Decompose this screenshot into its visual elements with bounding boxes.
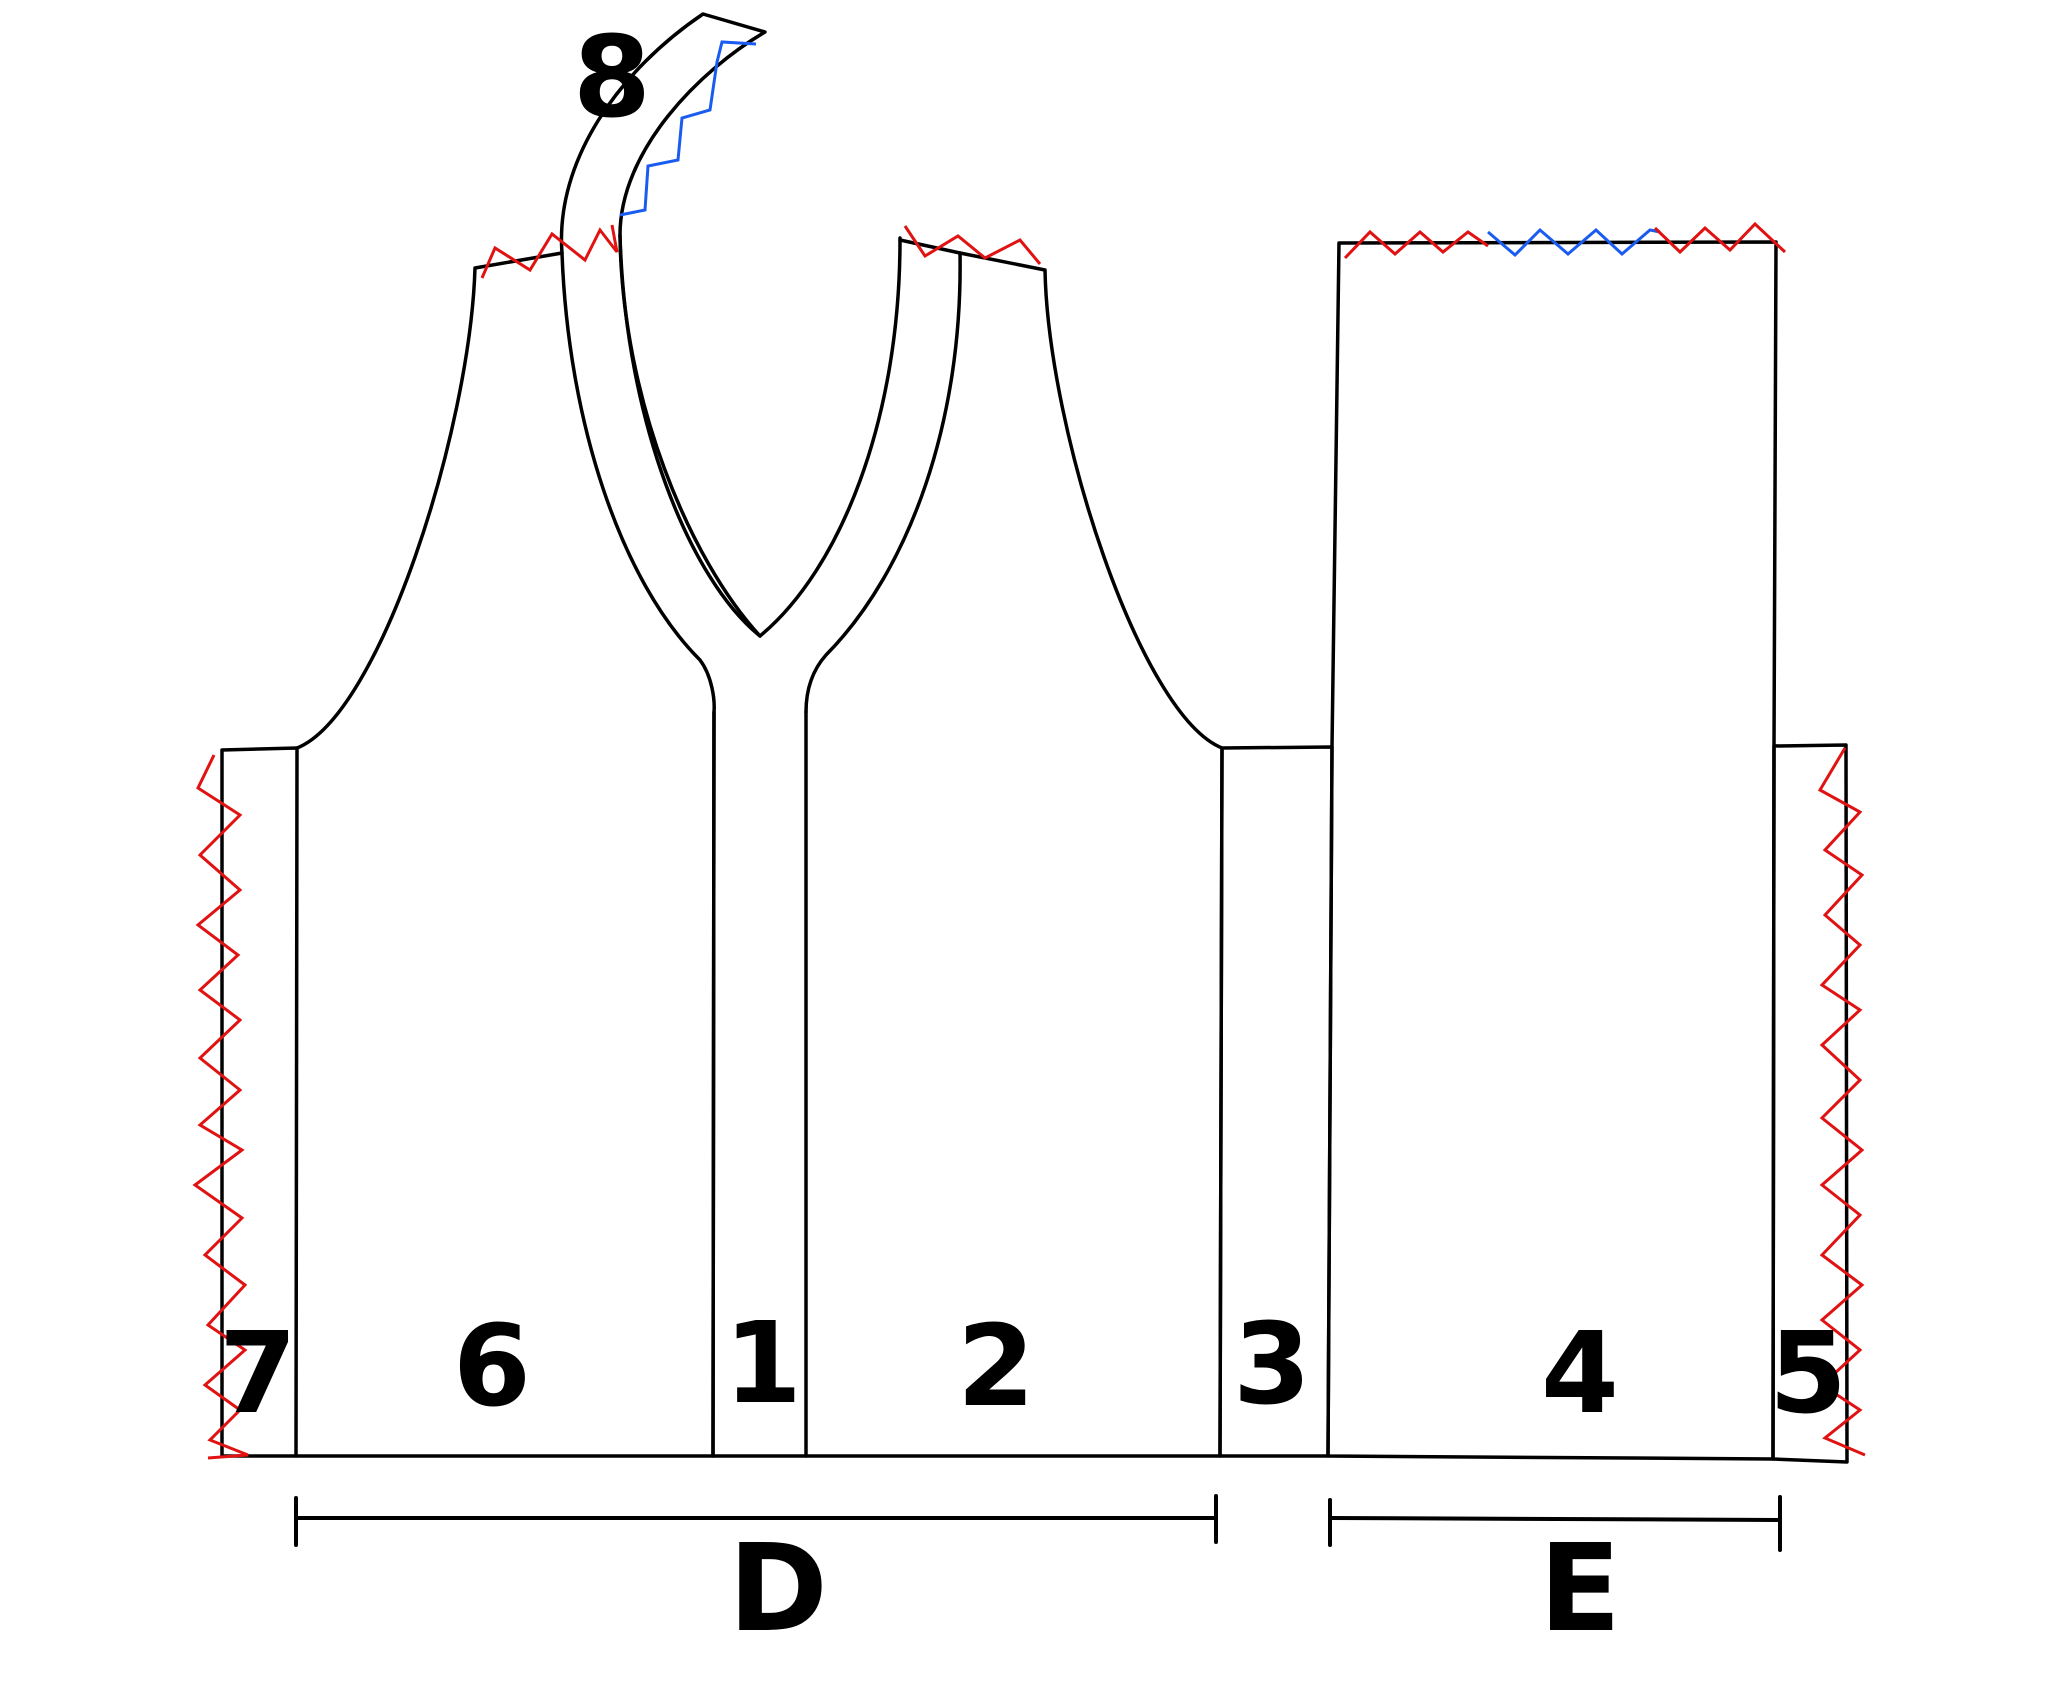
label-piece-6: 6	[453, 1302, 531, 1432]
dimension-e-line	[1328, 1516, 1782, 1522]
label-piece-4: 4	[1541, 1309, 1619, 1439]
piece-2-outline	[804, 251, 1224, 1458]
label-piece-1: 1	[724, 1299, 802, 1429]
piece-5-outline	[1771, 743, 1849, 1464]
seam-neckband-strap	[619, 40, 757, 217]
label-piece-7: 7	[219, 1309, 297, 1439]
seam-markings	[192, 40, 1866, 1460]
seam-right-shoulder	[903, 225, 1042, 265]
seam-right-side	[1817, 747, 1866, 1457]
seam-left-shoulder	[480, 224, 619, 279]
piece-1-outline	[711, 710, 808, 1458]
seam-back-top-blue	[1487, 227, 1661, 258]
piece-8-neckband-inner-left	[618, 233, 762, 638]
dimension-lines	[294, 1494, 1782, 1552]
label-piece-3: 3	[1233, 1300, 1311, 1430]
label-piece-2: 2	[957, 1302, 1035, 1432]
piece-4-outline	[1326, 240, 1778, 1461]
seam-left-side	[192, 754, 249, 1460]
label-dimension-e: E	[1539, 1520, 1621, 1659]
seam-back-top-red-right	[1653, 221, 1787, 255]
label-dimension-d: D	[728, 1520, 828, 1659]
piece-6-outline	[294, 251, 716, 1458]
label-piece-8: 8	[573, 13, 651, 143]
outline-group	[220, 12, 1849, 1464]
label-piece-5: 5	[1769, 1309, 1847, 1439]
seam-back-top-red-left	[1343, 229, 1489, 260]
piece-labels: 7 6 1 2 3 4 5 8	[219, 13, 1847, 1439]
piece-8-neckband-right-outline	[804, 238, 962, 714]
dimension-labels: D E	[728, 1520, 1621, 1659]
